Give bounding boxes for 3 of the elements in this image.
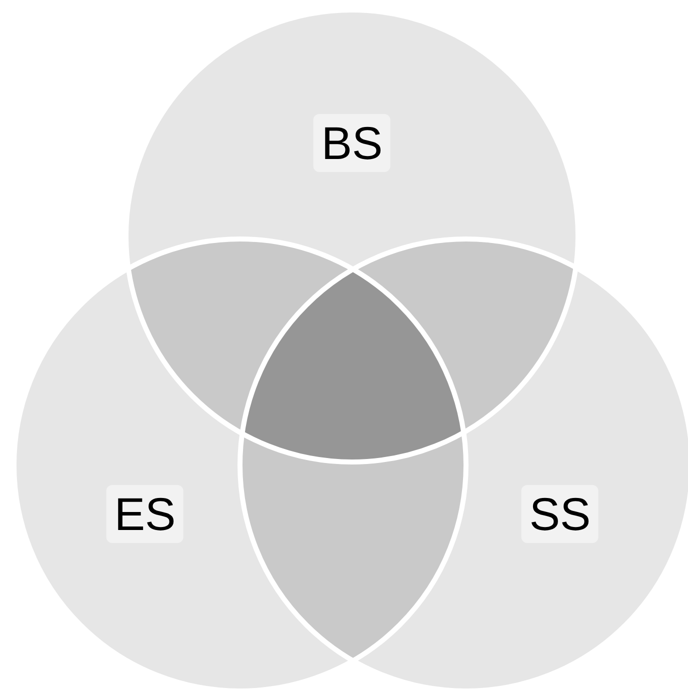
set-label: BS xyxy=(313,114,391,172)
set-label: SS xyxy=(521,485,599,543)
set-label: ES xyxy=(106,485,184,543)
